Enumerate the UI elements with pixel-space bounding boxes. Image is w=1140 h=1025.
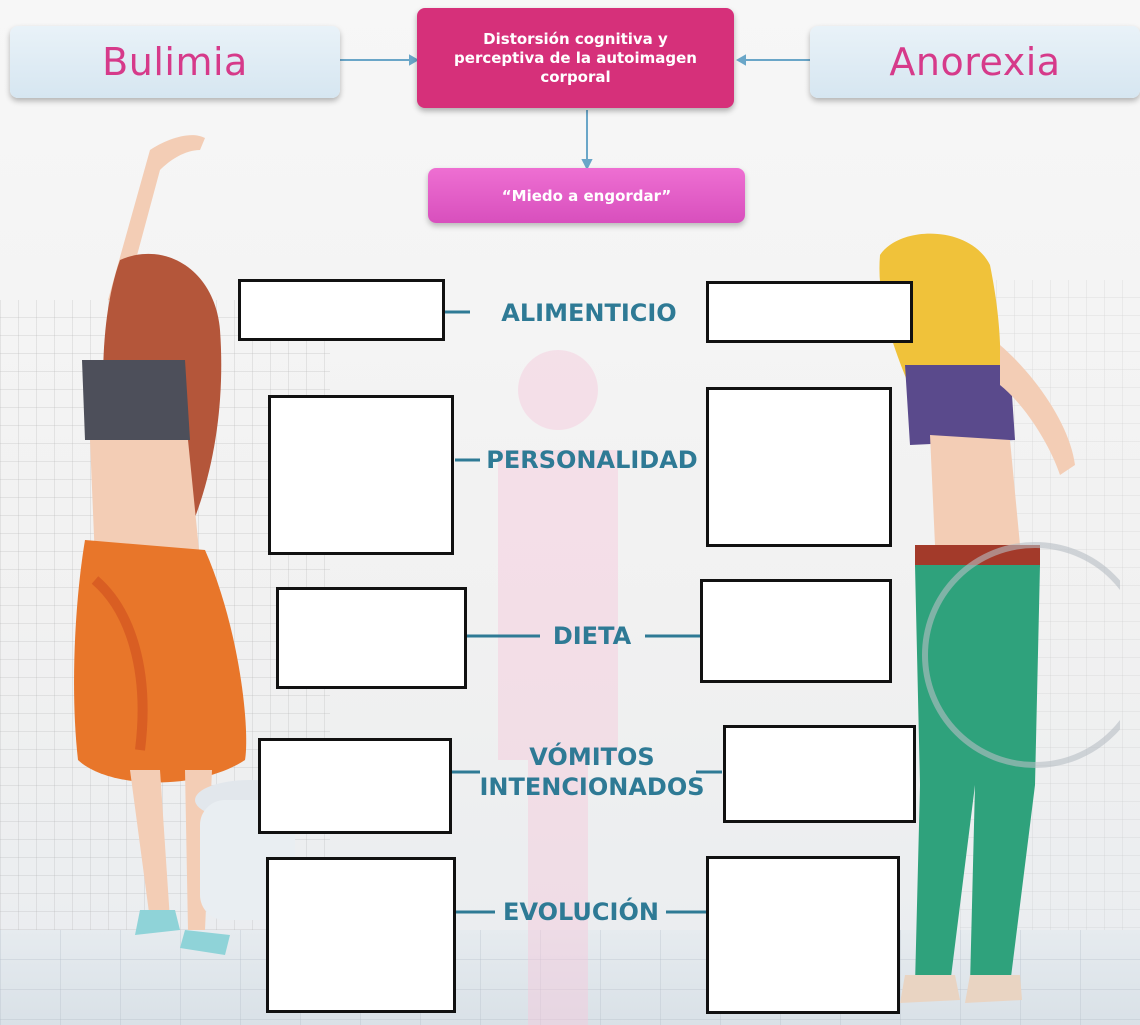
bulimia-woman-illustration	[74, 135, 300, 955]
category-label-dieta: DIETA	[552, 622, 632, 650]
anorexia-dieta-answer-box[interactable]	[700, 579, 892, 683]
anorexia-personalidad-answer-box[interactable]	[706, 387, 892, 547]
anorexia-vomitos-answer-box[interactable]	[723, 725, 916, 823]
anorexia-alimenticio-answer-box[interactable]	[706, 281, 913, 343]
category-label-alimenticio: ALIMENTICIO	[501, 299, 677, 327]
category-label-evolucion: EVOLUCIÓN	[503, 898, 659, 926]
category-label-personalidad: PERSONALIDAD	[486, 446, 698, 474]
bulimia-personalidad-answer-box[interactable]	[268, 395, 454, 555]
bulimia-evolucion-answer-box[interactable]	[266, 857, 456, 1013]
anorexia-woman-illustration	[879, 233, 1120, 1003]
fear-of-weight-gain-box: “Miedo a engordar”	[428, 168, 745, 223]
bulimia-vomitos-answer-box[interactable]	[258, 738, 452, 834]
silhouette-figure	[498, 350, 618, 1025]
bulimia-title: Bulimia	[10, 26, 340, 98]
anorexia-evolucion-answer-box[interactable]	[706, 856, 900, 1014]
category-label-vomitos: VÓMITOS INTENCIONADOS	[466, 742, 718, 802]
definition-box: Distorsión cognitiva y perceptiva de la …	[417, 8, 734, 108]
anorexia-title: Anorexia	[810, 26, 1140, 98]
bulimia-dieta-answer-box[interactable]	[276, 587, 467, 689]
category-label-vomitos-line2: INTENCIONADOS	[479, 773, 705, 801]
bulimia-alimenticio-answer-box[interactable]	[238, 279, 445, 341]
category-label-vomitos-line1: VÓMITOS	[529, 743, 655, 771]
